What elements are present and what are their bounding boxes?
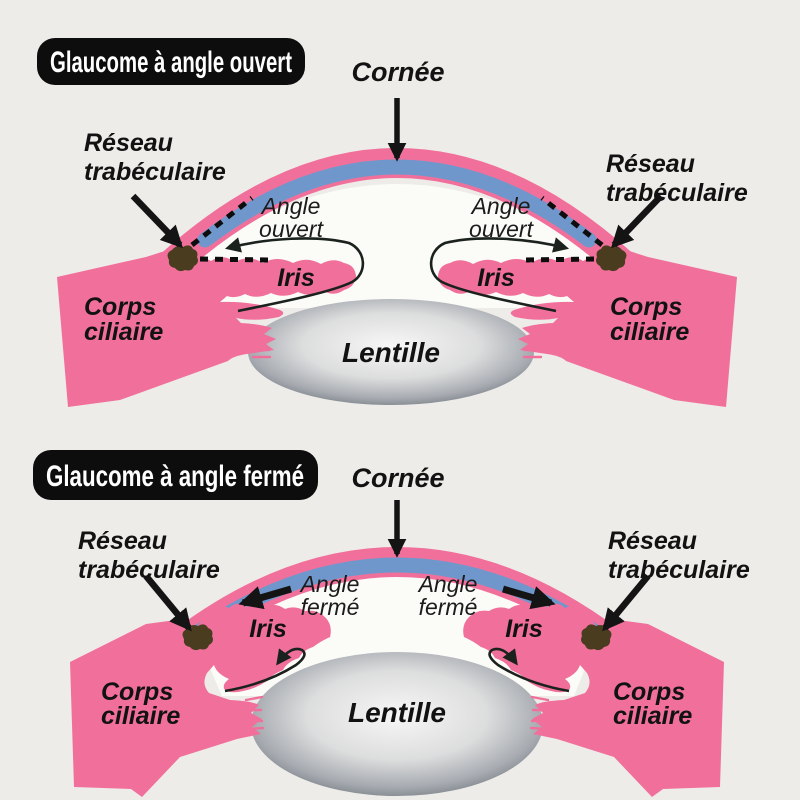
ciliary-label-left: ciliaire: [84, 318, 163, 346]
trabecular-label-right: trabéculaire: [608, 556, 750, 584]
ciliary-body-iris: [57, 248, 356, 407]
trabecular-label-left: trabéculaire: [84, 158, 226, 186]
ciliary-label-right: ciliaire: [610, 318, 689, 346]
panel-title: Glaucome à angle fermé: [46, 460, 304, 493]
left-tissue-group: [70, 573, 331, 797]
trabecular-label-right: trabéculaire: [606, 179, 748, 207]
trabecular-pointer-arrow: [130, 193, 184, 249]
trabecular-label-right: Réseau: [606, 150, 695, 178]
ciliary-label-right: Corps: [613, 678, 685, 706]
zonule-fiber: [246, 726, 265, 731]
trabecular-label-left: Réseau: [84, 129, 173, 157]
cornea-label: Cornée: [351, 463, 444, 493]
angle-dashed-upper: [190, 196, 254, 247]
trabecular-label-left: Réseau: [78, 527, 167, 555]
angle-label-left: Angle: [299, 571, 360, 597]
left-tissue-group: [57, 193, 365, 407]
panel-closed-angle: Glaucome à angle fermé Cornée Réseau tra…: [33, 450, 750, 797]
cornea-blue-layer: [197, 159, 597, 248]
aqueous-flow-arrow: [224, 237, 365, 313]
blocked-flow-arrow: [224, 647, 306, 693]
angle-label-left: ouvert: [259, 216, 325, 242]
cornea-label: Cornée: [351, 57, 444, 87]
iris-label-left: Iris: [249, 615, 287, 643]
lens: [251, 652, 543, 796]
panel-title: Glaucome à angle ouvert: [50, 46, 292, 79]
zonule-fiber: [249, 347, 271, 352]
angle-label-right: fermé: [419, 594, 478, 620]
iris-label-right: Iris: [477, 264, 515, 292]
angle-label-left: Angle: [260, 193, 321, 219]
title-badge: [33, 450, 318, 500]
trabecular-label-left: trabéculaire: [78, 556, 220, 584]
zonule-fiber: [250, 327, 270, 334]
zonule-fiber: [243, 718, 264, 723]
ciliary-label-right: ciliaire: [613, 702, 692, 730]
ciliary-label-right: Corps: [610, 293, 682, 321]
angle-label-left: fermé: [301, 594, 360, 620]
angle-label-right: ouvert: [469, 216, 535, 242]
closed-angle-pointer-arrow: [238, 585, 292, 610]
ciliary-label-left: ciliaire: [101, 702, 180, 730]
ciliary-label-left: Corps: [84, 293, 156, 321]
angle-dashed-lower: [199, 256, 269, 263]
iris-label-left: Iris: [277, 264, 315, 292]
trabecular-pointer-arrow: [143, 573, 192, 632]
lens-label: Lentille: [342, 337, 440, 368]
zonule-fiber: [244, 695, 264, 702]
ciliary-body-iris: [70, 603, 331, 797]
panel-open-angle: Glaucome à angle ouvert Cornée Réseau tr…: [37, 38, 748, 407]
trabecular-label-right: Réseau: [608, 527, 697, 555]
lens: [248, 299, 534, 405]
iris-label-right: Iris: [505, 615, 543, 643]
ciliary-label-left: Corps: [101, 678, 173, 706]
title-badge: [37, 38, 305, 85]
angle-label-right: Angle: [470, 193, 531, 219]
angle-label-right: Angle: [417, 571, 478, 597]
lens-label: Lentille: [348, 697, 446, 728]
